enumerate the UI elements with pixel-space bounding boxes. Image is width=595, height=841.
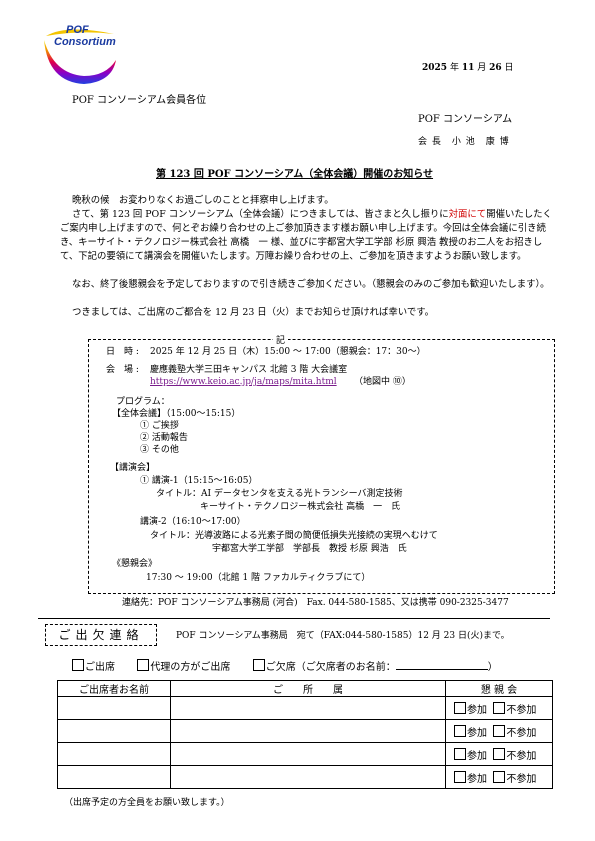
body-p3: なお、終了後懇親会を予定しておりますので引き続きご参加ください。（懇親会のみのご… <box>72 279 550 290</box>
recipient: POF コンソーシアム会員各位 <box>72 95 207 106</box>
join-checkbox[interactable] <box>454 747 466 760</box>
lecture-header: 【講演会】 <box>110 463 156 473</box>
table-row: 参加 不参加 <box>57 719 553 743</box>
absent-checkbox[interactable] <box>252 659 265 671</box>
attendance-options: ご出席 代理の方がご出席 ご欠席（ご欠席者のお名前：） <box>72 659 498 674</box>
name-cell[interactable] <box>57 719 171 743</box>
join-checkbox[interactable] <box>454 701 466 714</box>
venue-map-link[interactable]: https://www.keio.ac.jp/ja/maps/mita.html <box>150 377 337 387</box>
logo: POF Consortium <box>40 22 120 92</box>
lecture1: ① 講演-1（15:15～16:05） <box>140 476 258 486</box>
name-cell[interactable] <box>57 765 171 789</box>
sender-title: 会 長 小 池 康 博 <box>418 137 510 147</box>
social-cell: 参加 不参加 <box>445 696 553 720</box>
affiliation-cell[interactable] <box>170 742 446 766</box>
details-box <box>88 339 555 594</box>
agenda-item-2: ② 活動報告 <box>140 433 188 443</box>
rainbow-logo-icon <box>44 29 116 84</box>
name-cell[interactable] <box>57 742 171 766</box>
nojoin-checkbox[interactable] <box>493 770 506 783</box>
venue-map-note: （地図中 ⑩） <box>354 377 411 387</box>
lecture2: 講演-2（16:10～17:00） <box>140 517 246 527</box>
col-social: 懇 親 会 <box>445 680 553 697</box>
general-meeting: 【全体会議】（15:00～15:15） <box>112 409 241 419</box>
table-row: 参加 不参加 <box>57 765 553 789</box>
join-checkbox[interactable] <box>454 770 466 783</box>
footer-note: （出席予定の方全員をお願い致します。） <box>64 798 230 808</box>
nojoin-checkbox[interactable] <box>493 724 506 737</box>
lecture2-speaker: 宇都宮大学工学部 学部長 教授 杉原 興浩 氏 <box>212 544 407 554</box>
ki-label: 記 <box>273 333 289 346</box>
reply-box-label: ご出欠連絡 <box>45 624 157 646</box>
contact-line: 連絡先：POF コンソーシアム事務局 (河合) Fax. 044-580-158… <box>122 598 509 608</box>
join-checkbox[interactable] <box>454 724 466 737</box>
affiliation-cell[interactable] <box>170 719 446 743</box>
page-title: 第 123 回 POF コンソーシアム（全体会議）開催のお知らせ <box>156 169 434 180</box>
social-value: 17:30 ～ 19:00（北館 1 階 ファカルティクラブにて） <box>146 573 371 583</box>
social-cell: 参加 不参加 <box>445 719 553 743</box>
venue-label: 会 場 : <box>106 365 139 375</box>
col-affiliation: ご 所 属 <box>170 680 446 697</box>
attend-checkbox[interactable] <box>72 659 84 671</box>
absent-name-field[interactable] <box>395 659 488 670</box>
issue-date: 2025 年 11 月 26 日 <box>422 63 514 73</box>
body-p4: つきましては、ご出席のご都合を 12 月 23 日（火）までお知らせ頂ければ幸い… <box>72 307 435 318</box>
agenda-item-1: ① ご挨拶 <box>140 421 179 431</box>
datetime-label: 日 時 : <box>106 347 139 357</box>
lecture2-title: タイトル：光導波路による光素子間の簡便低損失光接続の実現へむけて <box>150 531 438 541</box>
body-p1: 晩秋の候 お変わりなくお過ごしのことと拝察申し上げます。 <box>72 195 334 206</box>
logo-line1: POF <box>66 24 89 36</box>
social-cell: 参加 不参加 <box>445 742 553 766</box>
logo-line2: Consortium <box>54 36 116 48</box>
program-label: プログラム： <box>116 397 170 407</box>
body-p2: さて、第 123 回 POF コンソーシアム（全体会議）につきましては、皆さまと… <box>60 209 552 262</box>
nojoin-checkbox[interactable] <box>493 747 506 760</box>
reply-to: POF コンソーシアム事務局 宛て（FAX:044-580-1585）12 月 … <box>176 631 510 641</box>
lecture1-speaker: キーサイト・テクノロジー株式会社 高橋 一 氏 <box>200 502 401 512</box>
venue-value: 慶應義塾大学三田キャンパス 北館 3 階 大会議室 <box>150 365 348 375</box>
social-cell: 参加 不参加 <box>445 765 553 789</box>
datetime-value: 2025 年 12 月 25 日（木）15:00 ～ 17:00（懇親会：17：… <box>150 347 426 357</box>
affiliation-cell[interactable] <box>170 696 446 720</box>
divider <box>38 618 550 619</box>
attendee-table: ご出席者お名前 ご 所 属 懇 親 会 参加 不参加 参加 不参加 参加 不参加… <box>57 680 553 789</box>
affiliation-cell[interactable] <box>170 765 446 789</box>
lecture1-title: タイトル：AI データセンタを支える光トランシーバ測定技術 <box>156 489 403 499</box>
nojoin-checkbox[interactable] <box>493 701 506 714</box>
social-header: 《懇親会》 <box>112 559 158 569</box>
table-row: 参加 不参加 <box>57 696 553 720</box>
sender-org: POF コンソーシアム <box>418 114 513 125</box>
name-cell[interactable] <box>57 696 171 720</box>
col-name: ご出席者お名前 <box>57 680 171 697</box>
proxy-checkbox[interactable] <box>137 659 150 671</box>
agenda-item-3: ③ その他 <box>140 445 179 455</box>
table-row: 参加 不参加 <box>57 742 553 766</box>
